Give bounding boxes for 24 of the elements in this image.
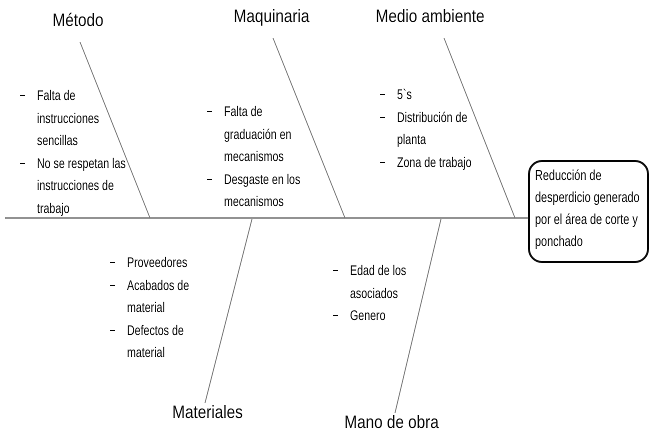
bone-line xyxy=(80,42,150,218)
category-label: Mano de obra xyxy=(317,412,467,433)
bone-line xyxy=(204,218,252,404)
cause-item: Genero xyxy=(350,306,386,325)
cause-item: Desgaste en los mecanismos xyxy=(224,170,302,211)
cause-item: 5`s xyxy=(397,85,413,104)
cause-item: No se respetan las instrucciones de trabajo xyxy=(37,154,127,218)
category-label: Método xyxy=(3,10,153,31)
cause-item: Proveedores xyxy=(127,253,188,272)
cause-item: Zona de trabajo xyxy=(397,152,473,172)
effect-box: Reducción de desperdicio generado por el área de corte y ponchado xyxy=(528,160,649,263)
bone-line xyxy=(394,218,442,414)
cause-item: Distribución de planta xyxy=(397,108,468,149)
category-label: Materiales xyxy=(133,402,283,423)
cause-item: Falta de graduación en mecanismos xyxy=(224,102,292,166)
category-label: Maquinaria xyxy=(197,6,347,27)
cause-item: Acabados de material xyxy=(127,276,190,317)
bone-line xyxy=(444,38,516,218)
cause-item: Defectos de material xyxy=(127,320,185,362)
spine-line xyxy=(5,217,528,219)
category-label: Medio ambiente xyxy=(355,6,505,27)
cause-item: Falta de instrucciones sencillas xyxy=(37,86,100,150)
bone-line xyxy=(272,38,346,218)
cause-item: Edad de los asociados xyxy=(350,261,408,302)
